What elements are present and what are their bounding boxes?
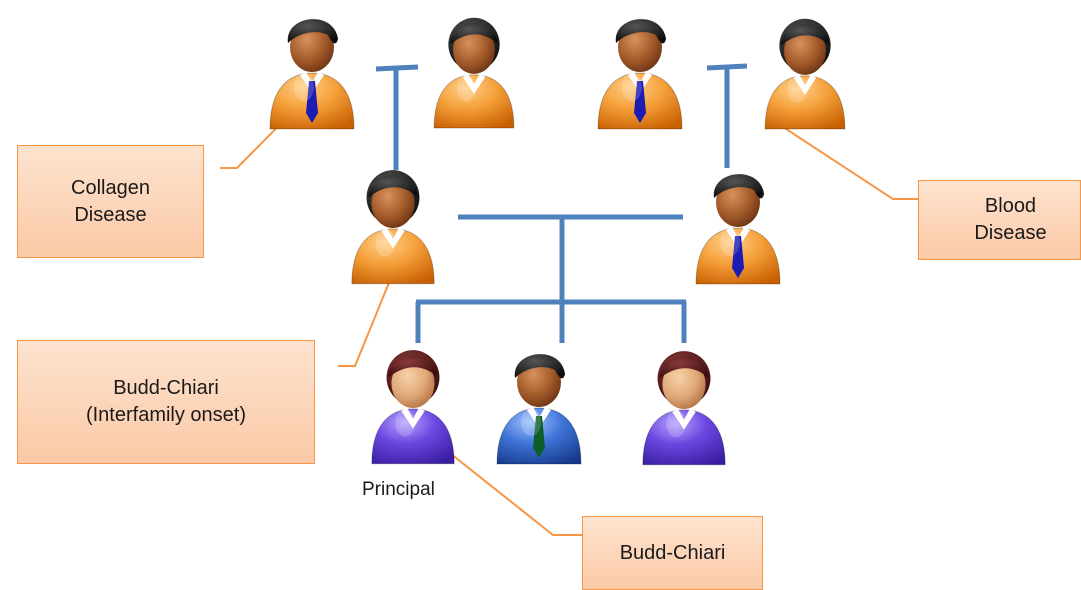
person-sister	[642, 351, 726, 466]
person-highlight	[622, 73, 642, 101]
callout-collagen-disease: Collagen Disease	[17, 145, 204, 258]
person-highlight	[666, 409, 686, 438]
person-highlight	[294, 73, 314, 101]
person-collar	[726, 227, 750, 248]
person-hair	[368, 175, 418, 198]
callout-budd-text: Budd-Chiari	[619, 541, 726, 564]
person-body	[433, 74, 515, 129]
callout-collagen-text: Collagen Disease	[71, 176, 150, 226]
callout-budd-chiari-interfamily: Budd-Chiari (Interfamily onset)	[17, 340, 315, 464]
person-highlight	[395, 408, 415, 437]
person-collar	[628, 72, 652, 93]
callout-line-budd-interfamily	[338, 267, 396, 367]
marriage-line-right	[706, 63, 748, 71]
callout-budd-chiari: Budd-Chiari	[582, 516, 763, 590]
marriage-line-left	[375, 64, 419, 72]
person-tie	[533, 416, 545, 458]
callout-blood-disease: Blood Disease	[918, 180, 1081, 260]
person-highlight	[456, 74, 476, 102]
person-mother	[351, 170, 435, 285]
person-collar	[672, 408, 696, 430]
callout-line-blood	[779, 124, 918, 200]
person-tie	[732, 236, 744, 278]
person-grandfather-left	[269, 19, 355, 130]
person-collar	[381, 227, 405, 249]
person-father	[695, 174, 781, 285]
person-hair	[781, 24, 829, 46]
person-tie	[306, 81, 318, 123]
person-highlight	[375, 228, 395, 257]
pedigree-lines	[375, 63, 748, 343]
person-hair	[659, 356, 709, 379]
people-layer	[269, 17, 846, 466]
callout-lines	[220, 85, 918, 536]
person-highlight	[720, 228, 740, 256]
person-hair	[388, 355, 438, 378]
person-head	[391, 358, 435, 408]
person-body	[351, 228, 435, 285]
principal-label: Principal	[362, 479, 435, 500]
person-highlight	[521, 408, 541, 436]
person-head	[453, 26, 495, 74]
callout-blood-text: Blood Disease	[974, 195, 1047, 244]
person-collar	[401, 407, 425, 429]
person-hair	[450, 23, 498, 45]
person-collar	[300, 72, 324, 93]
person-head	[662, 359, 706, 409]
person-grandmother-left	[433, 17, 515, 129]
person-collar	[793, 74, 817, 95]
person-grandmother-right	[764, 18, 846, 130]
person-hair	[713, 174, 764, 199]
person-head	[784, 27, 826, 75]
person-body	[371, 408, 455, 465]
person-head	[371, 178, 415, 228]
person-highlight	[787, 75, 807, 103]
person-hair	[287, 19, 338, 44]
person-tie	[634, 81, 646, 123]
person-body	[642, 409, 726, 466]
callout-budd-interfamily-text: Budd-Chiari (Interfamily onset)	[85, 377, 247, 426]
person-hair	[615, 19, 666, 44]
person-principal	[371, 350, 455, 465]
person-brother	[496, 354, 582, 465]
person-collar	[462, 73, 486, 94]
person-body	[764, 75, 846, 130]
person-hair	[514, 354, 565, 379]
person-grandfather-right	[597, 19, 683, 130]
person-collar	[527, 407, 551, 428]
callout-line-budd	[445, 449, 582, 536]
